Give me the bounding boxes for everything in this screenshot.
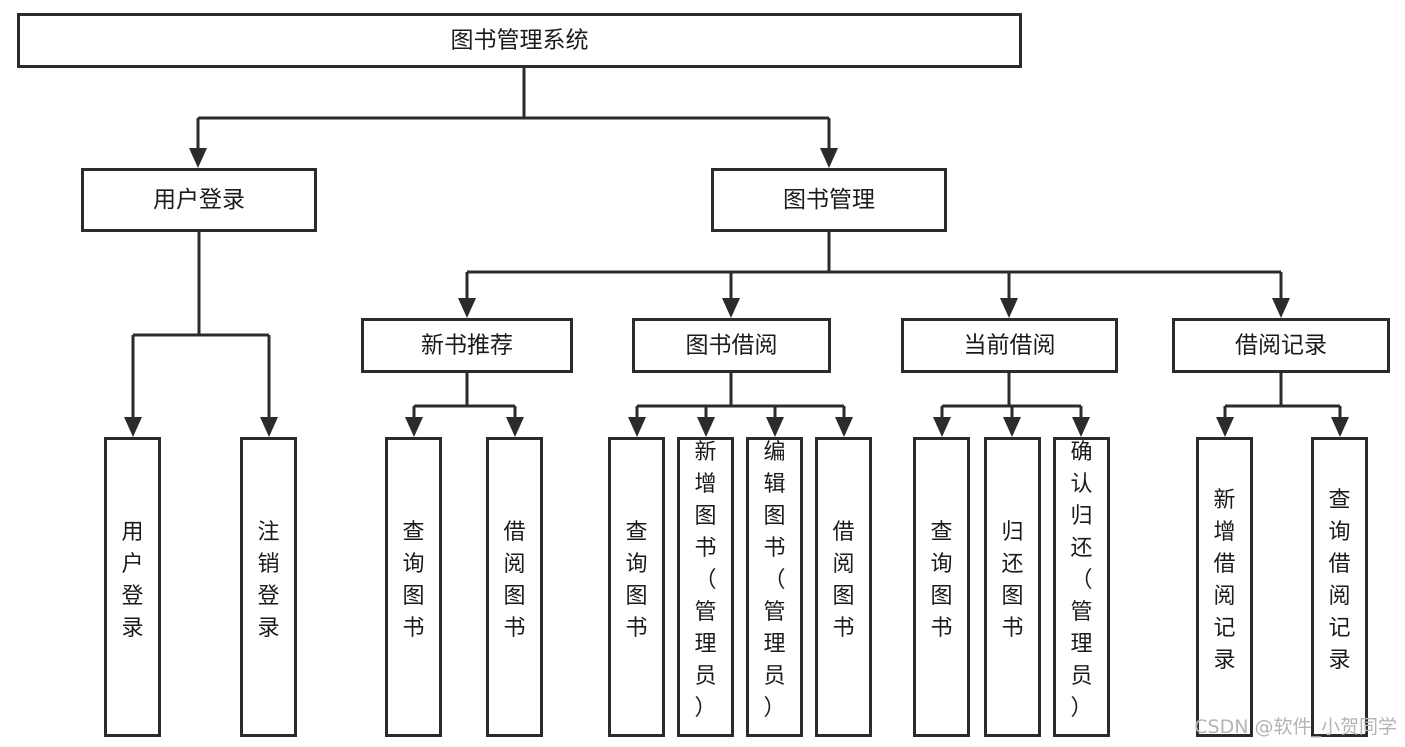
connector-current-borrow-branch — [933, 373, 1090, 437]
arrow-head-icon — [1003, 417, 1021, 437]
arrow-head-icon — [458, 298, 476, 318]
node-label: 当前借阅 — [964, 333, 1056, 359]
node-layer: 图书管理系统用户登录图书管理新书推荐图书借阅当前借阅借阅记录用户登录注销登录查询… — [17, 13, 1390, 737]
node-leaf-logout[interactable]: 注销登录 — [240, 437, 297, 737]
node-new-book-rec[interactable]: 新书推荐 — [361, 318, 573, 373]
node-label: 查询借阅记录 — [1328, 488, 1350, 673]
node-current-borrow[interactable]: 当前借阅 — [901, 318, 1118, 373]
node-label: 查询图书 — [402, 520, 424, 641]
connector-root-branch — [189, 68, 838, 168]
node-leaf-confirm-return[interactable]: 确认归还（管理员） — [1053, 437, 1110, 737]
node-label: 查询图书 — [625, 520, 647, 641]
node-box[interactable] — [104, 437, 161, 737]
node-box[interactable] — [608, 437, 665, 737]
node-box[interactable] — [913, 437, 970, 737]
node-label: 新书推荐 — [421, 333, 513, 359]
arrow-head-icon — [1216, 417, 1234, 437]
node-box[interactable] — [361, 318, 573, 373]
connector-user-login-branch — [124, 232, 278, 437]
node-label: 借阅图书 — [503, 520, 525, 641]
node-root[interactable]: 图书管理系统 — [17, 13, 1022, 68]
node-box[interactable] — [711, 168, 947, 232]
node-label: 图书管理系统 — [451, 28, 589, 54]
node-box[interactable] — [81, 168, 317, 232]
connector-layer — [124, 68, 1349, 437]
arrow-head-icon — [1072, 417, 1090, 437]
node-label: 图书借阅 — [686, 333, 778, 359]
node-label: 查询图书 — [930, 520, 952, 641]
node-box[interactable] — [385, 437, 442, 737]
arrow-head-icon — [260, 417, 278, 437]
node-label: 用户登录 — [153, 187, 245, 213]
arrow-head-icon — [722, 298, 740, 318]
node-leaf-query-book-1[interactable]: 查询图书 — [385, 437, 442, 737]
node-leaf-return-book[interactable]: 归还图书 — [984, 437, 1041, 737]
connector-new-book-branch — [405, 373, 524, 437]
node-book-borrow[interactable]: 图书借阅 — [632, 318, 831, 373]
connector-book-manage-branch — [458, 232, 1290, 318]
node-leaf-edit-book[interactable]: 编辑图书（管理员） — [746, 437, 803, 737]
node-box[interactable] — [1172, 318, 1390, 373]
node-leaf-borrow-book-1[interactable]: 借阅图书 — [486, 437, 543, 737]
node-box[interactable] — [17, 13, 1022, 68]
arrow-head-icon — [766, 417, 784, 437]
node-label: 图书管理 — [783, 187, 875, 213]
node-box[interactable] — [240, 437, 297, 737]
node-box[interactable] — [901, 318, 1118, 373]
node-leaf-add-book[interactable]: 新增图书（管理员） — [677, 437, 734, 737]
node-label: 新增图书（管理员） — [694, 440, 716, 721]
arrow-head-icon — [189, 148, 207, 168]
node-box[interactable] — [632, 318, 831, 373]
arrow-head-icon — [124, 417, 142, 437]
node-leaf-borrow-book-2[interactable]: 借阅图书 — [815, 437, 872, 737]
node-label: 归还图书 — [1001, 520, 1023, 641]
node-leaf-user-login[interactable]: 用户登录 — [104, 437, 161, 737]
node-leaf-query-book-3[interactable]: 查询图书 — [913, 437, 970, 737]
node-box[interactable] — [1311, 437, 1368, 737]
node-box[interactable] — [815, 437, 872, 737]
node-label: 新增借阅记录 — [1213, 488, 1235, 673]
node-box[interactable] — [677, 437, 734, 737]
arrow-head-icon — [1272, 298, 1290, 318]
node-leaf-query-book-2[interactable]: 查询图书 — [608, 437, 665, 737]
arrow-head-icon — [405, 417, 423, 437]
node-label: 编辑图书（管理员） — [763, 440, 785, 721]
arrow-head-icon — [628, 417, 646, 437]
watermark-label: CSDN @软件_小贺同学 — [1194, 716, 1397, 738]
node-borrow-record[interactable]: 借阅记录 — [1172, 318, 1390, 373]
node-leaf-query-record[interactable]: 查询借阅记录 — [1311, 437, 1368, 737]
arrow-head-icon — [506, 417, 524, 437]
node-box[interactable] — [486, 437, 543, 737]
node-label: 确认归还（管理员） — [1070, 440, 1092, 721]
arrow-head-icon — [835, 417, 853, 437]
connector-borrow-record-branch — [1216, 373, 1349, 437]
node-label: 用户登录 — [121, 520, 143, 641]
connector-book-borrow-branch — [628, 373, 853, 437]
arrow-head-icon — [697, 417, 715, 437]
node-label: 借阅图书 — [832, 520, 854, 641]
arrow-head-icon — [1331, 417, 1349, 437]
arrow-head-icon — [933, 417, 951, 437]
node-label: 借阅记录 — [1235, 333, 1327, 359]
node-box[interactable] — [984, 437, 1041, 737]
node-label: 注销登录 — [257, 520, 279, 641]
arrow-head-icon — [820, 148, 838, 168]
node-leaf-add-record[interactable]: 新增借阅记录 — [1196, 437, 1253, 737]
node-box[interactable] — [1196, 437, 1253, 737]
node-box[interactable] — [1053, 437, 1110, 737]
node-book-manage[interactable]: 图书管理 — [711, 168, 947, 232]
node-user-login[interactable]: 用户登录 — [81, 168, 317, 232]
arrow-head-icon — [1000, 298, 1018, 318]
node-box[interactable] — [746, 437, 803, 737]
